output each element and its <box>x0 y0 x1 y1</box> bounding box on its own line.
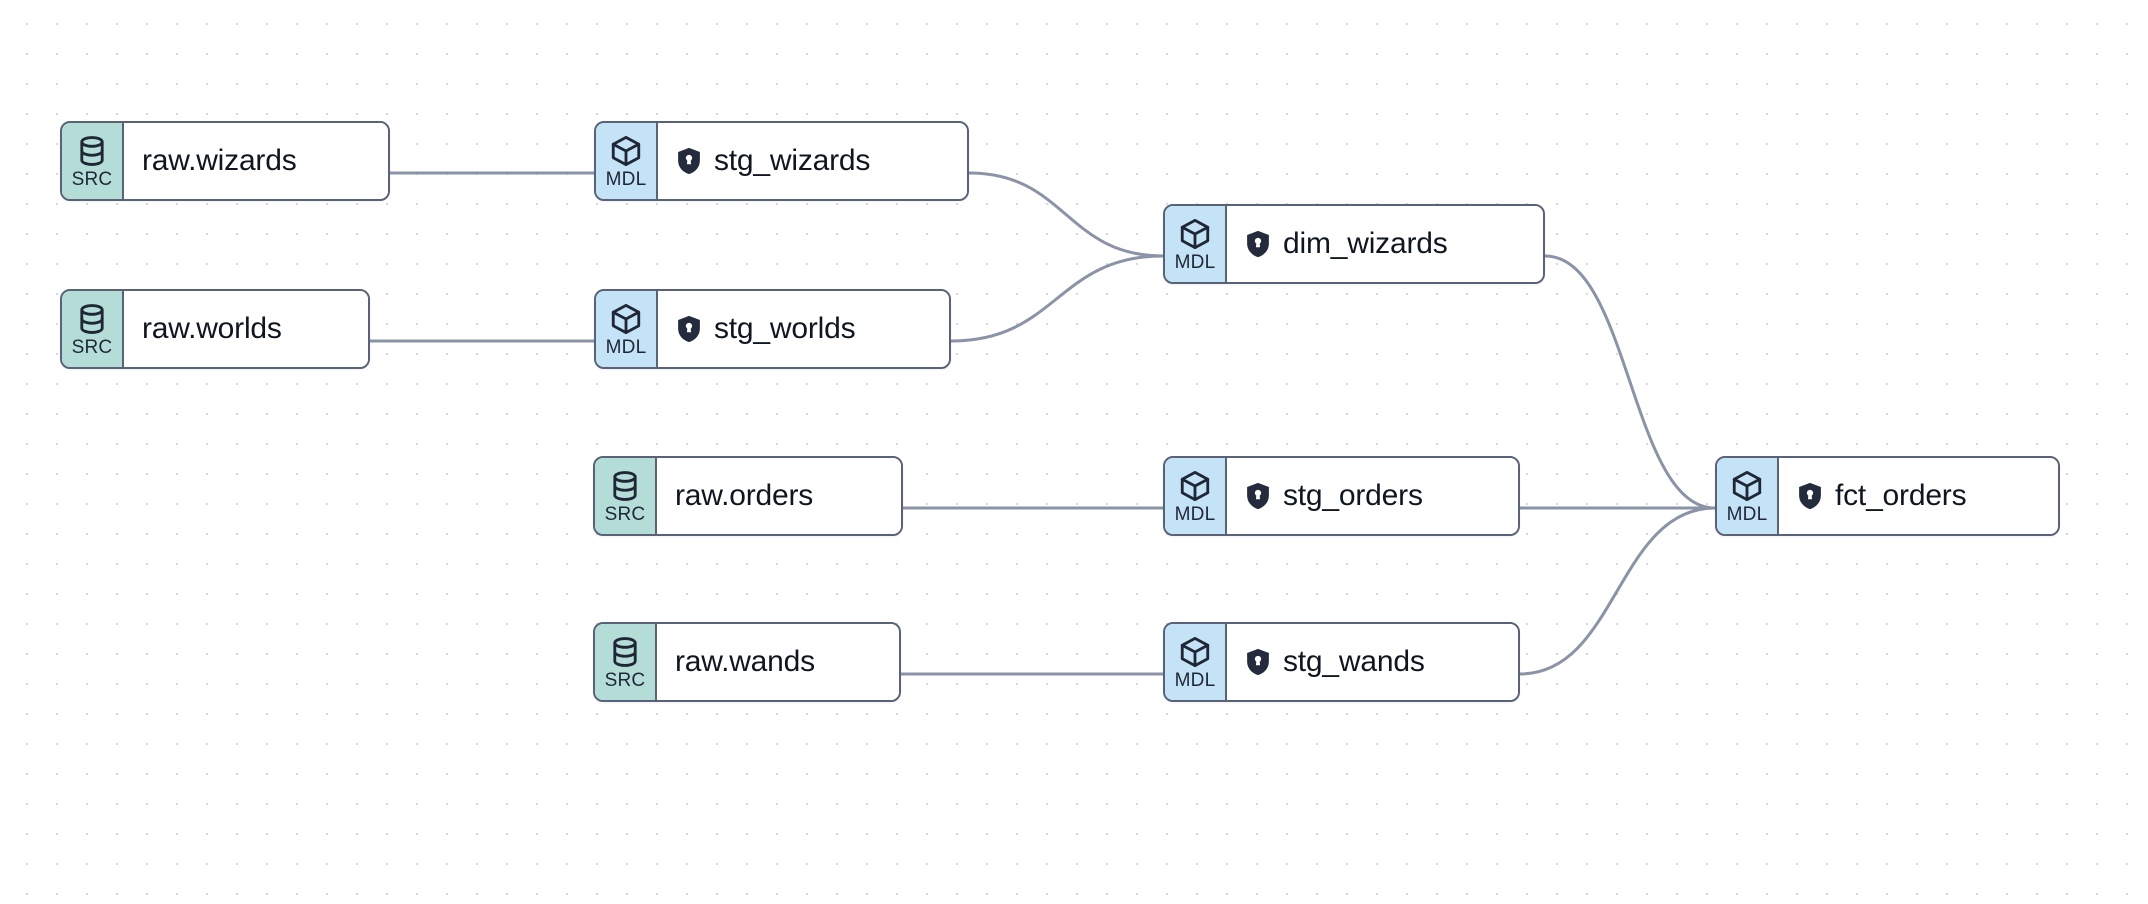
node-badge-src: SRC <box>62 123 124 199</box>
node-badge-label: SRC <box>604 503 646 525</box>
node-raw_orders[interactable]: SRC raw.orders <box>593 456 903 536</box>
node-badge-label: SRC <box>604 669 646 691</box>
node-label: raw.wands <box>675 645 815 678</box>
node-badge-src: SRC <box>595 458 657 534</box>
node-label: raw.wizards <box>142 144 297 177</box>
node-badge-label: MDL <box>1174 503 1216 525</box>
node-badge-label: MDL <box>1174 251 1216 273</box>
node-badge-mdl: MDL <box>1165 624 1227 700</box>
node-label: stg_worlds <box>714 312 856 345</box>
node-body: stg_orders <box>1227 458 1518 534</box>
lock-shield-icon <box>676 315 702 343</box>
lock-shield-icon <box>1245 482 1271 510</box>
node-body: raw.wands <box>657 624 899 700</box>
node-body: raw.worlds <box>124 291 368 367</box>
node-badge-mdl: MDL <box>1165 206 1227 282</box>
node-badge-label: MDL <box>1174 669 1216 691</box>
node-badge-label: MDL <box>605 336 647 358</box>
node-stg_orders[interactable]: MDL stg_orders <box>1163 456 1520 536</box>
lock-shield-icon <box>1245 648 1271 676</box>
node-label: stg_orders <box>1283 479 1423 512</box>
node-label: fct_orders <box>1835 479 1967 512</box>
node-badge-src: SRC <box>62 291 124 367</box>
cube-icon <box>609 134 643 168</box>
node-stg_wizards[interactable]: MDL stg_wizards <box>594 121 969 201</box>
lock-shield-icon <box>676 147 702 175</box>
node-badge-src: SRC <box>595 624 657 700</box>
node-body: raw.orders <box>657 458 901 534</box>
node-body: dim_wizards <box>1227 206 1543 282</box>
node-badge-label: MDL <box>1726 503 1768 525</box>
node-raw_wands[interactable]: SRC raw.wands <box>593 622 901 702</box>
node-dim_wizards[interactable]: MDL dim_wizards <box>1163 204 1545 284</box>
cube-icon <box>609 302 643 336</box>
node-badge-label: SRC <box>71 336 113 358</box>
node-body: stg_wizards <box>658 123 967 199</box>
node-fct_orders[interactable]: MDL fct_orders <box>1715 456 2060 536</box>
cube-icon <box>1178 469 1212 503</box>
node-label: raw.orders <box>675 479 814 512</box>
node-badge-mdl: MDL <box>1165 458 1227 534</box>
edge-stg_worlds-to-dim_wizards <box>949 254 1165 343</box>
node-body: raw.wizards <box>124 123 388 199</box>
edge-dim_wizards-to-fct_orders <box>1543 254 1717 510</box>
node-badge-mdl: MDL <box>1717 458 1779 534</box>
node-label: stg_wands <box>1283 645 1425 678</box>
node-body: stg_wands <box>1227 624 1518 700</box>
node-stg_wands[interactable]: MDL stg_wands <box>1163 622 1520 702</box>
database-icon <box>75 134 109 168</box>
database-icon <box>608 469 642 503</box>
node-badge-mdl: MDL <box>596 291 658 367</box>
node-body: fct_orders <box>1779 458 2058 534</box>
database-icon <box>75 302 109 336</box>
node-raw_worlds[interactable]: SRC raw.worlds <box>60 289 370 369</box>
cube-icon <box>1178 217 1212 251</box>
node-label: raw.worlds <box>142 312 282 345</box>
edge-stg_wands-to-fct_orders <box>1518 506 1717 676</box>
node-badge-label: MDL <box>605 168 647 190</box>
cube-icon <box>1178 635 1212 669</box>
lock-shield-icon <box>1797 482 1823 510</box>
node-stg_worlds[interactable]: MDL stg_worlds <box>594 289 951 369</box>
node-body: stg_worlds <box>658 291 949 367</box>
lock-shield-icon <box>1245 230 1271 258</box>
node-label: stg_wizards <box>714 144 871 177</box>
cube-icon <box>1730 469 1764 503</box>
node-badge-mdl: MDL <box>596 123 658 199</box>
database-icon <box>608 635 642 669</box>
node-raw_wizards[interactable]: SRC raw.wizards <box>60 121 390 201</box>
node-badge-label: SRC <box>71 168 113 190</box>
edge-stg_wizards-to-dim_wizards <box>967 171 1165 258</box>
node-label: dim_wizards <box>1283 227 1448 260</box>
